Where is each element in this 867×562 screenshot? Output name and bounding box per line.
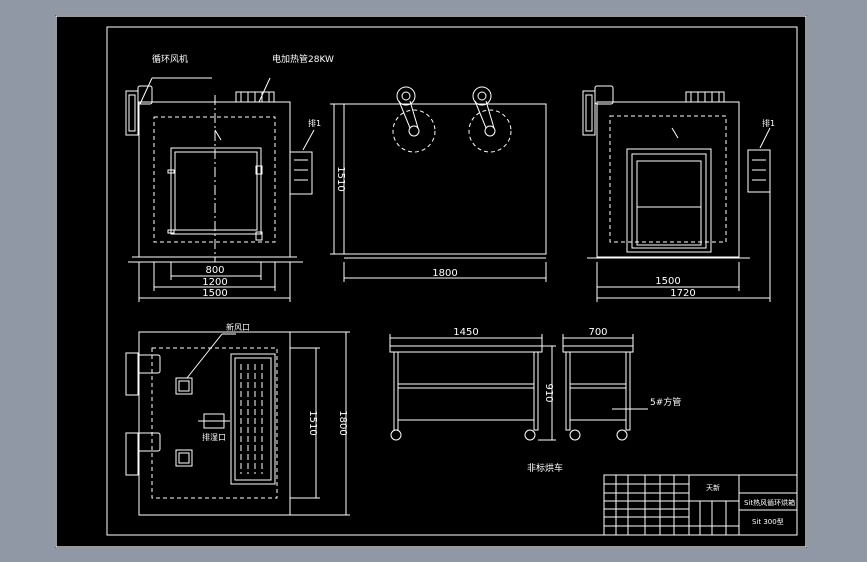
dim-side-width: 1800 [432,268,457,279]
plan-view [125,331,350,516]
dim-cart-depth: 700 [588,327,607,338]
dim-right-outer: 1720 [670,288,695,299]
dim-cart-height: 910 [543,383,554,402]
right-view [582,85,771,302]
front-view [125,77,315,302]
label-outlet: 排湿口 [202,432,226,442]
cart-front [389,334,556,441]
title-product: Sit热风循环烘箱 [744,498,795,507]
label-pipe: 5#方管 [650,396,681,408]
cart-side [562,334,648,441]
side-view [330,86,547,282]
dim-plan-outer: 1800 [337,410,348,435]
title-designer: 天新 [706,483,720,492]
dim-front-outer: 1500 [202,288,227,299]
cart-caption: 非标烘车 [527,462,563,474]
label-vent-left: 排1 [308,118,321,128]
dim-front-inner: 1200 [202,277,227,288]
dim-plan-inner: 1510 [307,410,318,435]
label-circulation-fan: 循环风机 [152,53,188,65]
outer-frame [55,15,807,548]
label-heater: 电加热管28KW [272,53,334,65]
label-inlet: 新风口 [226,322,250,332]
dim-right-inner: 1500 [655,276,680,287]
label-vent-right: 排1 [762,118,775,128]
dim-cart-length: 1450 [453,327,478,338]
dim-side-height: 1510 [335,166,346,191]
title-model: Sit 300型 [752,517,784,526]
title-block [603,474,798,536]
dim-front-door: 800 [205,265,224,276]
drawing-sheet [55,15,807,548]
inner-frame [106,26,798,536]
